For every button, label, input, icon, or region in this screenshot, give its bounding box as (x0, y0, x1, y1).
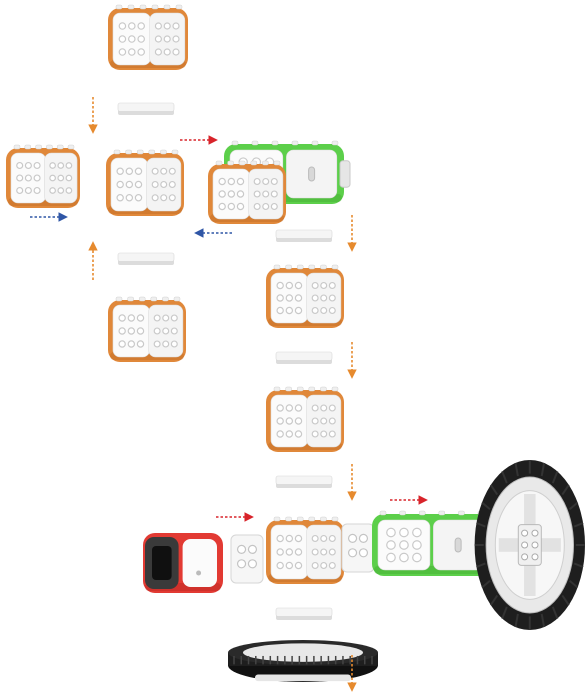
green-motor-cube-base (372, 510, 497, 576)
arrows-layer (30, 97, 428, 692)
orange-cube-base (266, 516, 344, 584)
connector-plate-lower-left (117, 252, 175, 265)
orange-cube-right (208, 160, 286, 224)
orange-cube-top (108, 4, 188, 70)
connector-plate-column-2 (275, 351, 333, 364)
connector-plate-side-left (230, 534, 264, 584)
orange-cube-left (6, 144, 80, 208)
parts-layer (6, 4, 585, 682)
large-wheel (474, 460, 585, 630)
connector-plate-bottom (275, 607, 333, 620)
connector-plate-column-1 (275, 229, 333, 242)
orange-cube-lower-left (108, 296, 186, 362)
orange-cube-center (106, 149, 184, 216)
connector-plate-column-3 (275, 475, 333, 488)
red-battery-cube (143, 533, 223, 593)
connector-plate-top (117, 102, 175, 115)
flat-wheel-bottom (228, 640, 378, 682)
orange-cube-column-1 (266, 264, 344, 328)
orange-cube-column-2 (266, 386, 344, 452)
connector-plate-side-right (341, 523, 375, 573)
